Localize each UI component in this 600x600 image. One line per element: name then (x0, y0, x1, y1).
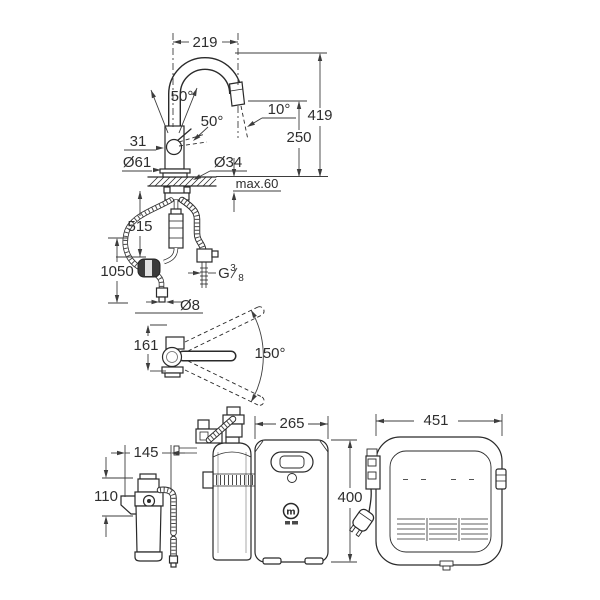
svg-text:3: 3 (230, 263, 236, 274)
cooler-front-view: m (173, 406, 329, 565)
dim-hose-long: 1050 (100, 263, 133, 280)
filter-unit-drawing (120, 473, 179, 568)
cooler-foot (262, 557, 282, 565)
dim-cooler-depth: 451 (423, 412, 448, 429)
dimensions: 219 419 250 50° 50° 10° 31 Ø61 (94, 33, 503, 563)
base-flange (159, 168, 191, 174)
dim-spout-height: 161 (133, 337, 158, 354)
hose-end-fitting (155, 287, 169, 298)
check-valve (168, 213, 184, 249)
swivel-pivot (161, 346, 183, 368)
dim-base-diameter: Ø61 (123, 154, 151, 171)
svg-text:G: G (218, 265, 230, 282)
brand-logo-letter: m (286, 508, 295, 518)
angle-valve (196, 248, 219, 288)
brand-logo (282, 502, 300, 520)
dim-filter-head-height: 110 (94, 488, 118, 505)
dim-counter-thickness: max.60 (236, 176, 279, 191)
power-plug (348, 508, 375, 538)
dim-cooler-width: 265 (279, 415, 304, 432)
handle-knob (165, 138, 183, 156)
dim-valve-thread: G 3 8 (188, 263, 244, 284)
spray-head (228, 81, 246, 107)
dim-spray-angle: 10° (268, 101, 291, 118)
bottom-connector (439, 560, 454, 567)
dim-handle-angle-b: 50° (201, 113, 224, 130)
power-cable (368, 488, 372, 513)
co2-bottle (173, 406, 255, 561)
filter-hose (159, 487, 176, 533)
dim-hose-short: 515 (127, 218, 152, 235)
vent-grille (397, 518, 488, 541)
dim-total-height: 419 (307, 107, 332, 124)
handle-lever (176, 128, 192, 142)
dim-outlet-height: 250 (286, 129, 311, 146)
mounting-rail (365, 448, 381, 490)
dim-handle-angle-a: 50° (171, 88, 194, 105)
dim-filter-width: 145 (133, 444, 158, 461)
handle-swing-line (178, 133, 206, 143)
swivel-range-view (161, 306, 265, 406)
cooler-body (254, 439, 329, 563)
filter-cartridge (135, 505, 162, 553)
dim-hose-diameter: Ø8 (180, 297, 200, 314)
cooler-side-view (348, 436, 507, 571)
cooler-button (287, 473, 297, 483)
co2-valve (226, 406, 241, 416)
dim-spout-reach: 219 (192, 34, 217, 51)
dim-hole-diameter: Ø34 (214, 154, 242, 171)
dim-swivel-range: 150° (254, 345, 285, 362)
filter-cap (137, 478, 160, 493)
svg-text:8: 8 (238, 273, 244, 284)
side-clip (495, 468, 507, 490)
swivel-arc-arms (184, 306, 265, 406)
faucet-side-view (147, 57, 328, 187)
under-sink-plumbing (122, 185, 219, 303)
swivel-body (165, 336, 185, 350)
dim-handle-width: 31 (130, 133, 147, 150)
dim-cooler-height: 400 (337, 489, 362, 506)
